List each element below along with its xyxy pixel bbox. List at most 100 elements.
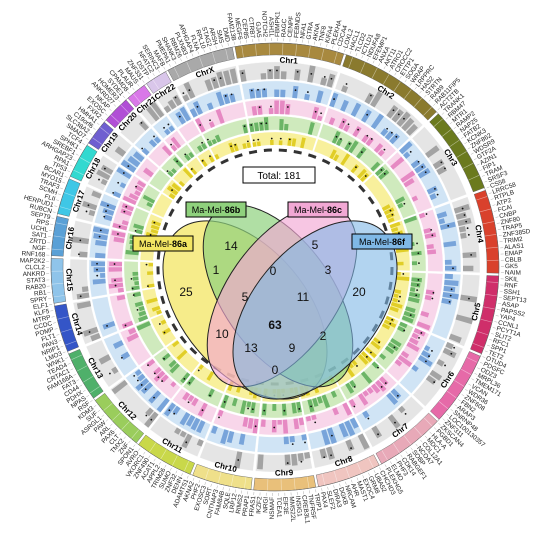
ring-dot xyxy=(296,70,299,73)
venn-ellipse-86f xyxy=(232,220,398,400)
gene-tick xyxy=(153,458,156,462)
gene-tick xyxy=(79,384,83,387)
ring-bar xyxy=(304,93,310,101)
venn-count-b: 14 xyxy=(224,239,238,253)
gene-tick xyxy=(76,379,80,382)
gene-tick xyxy=(187,475,189,479)
ring-dot xyxy=(132,294,135,296)
ring-bar xyxy=(292,85,299,99)
ring-bar xyxy=(408,291,421,299)
ring-bar xyxy=(268,108,274,115)
ring-dot xyxy=(470,254,473,256)
ring-dot xyxy=(131,287,134,290)
ring-bar xyxy=(81,286,89,293)
gene-tick xyxy=(133,444,136,448)
ring-bar xyxy=(297,452,304,462)
ring-dot xyxy=(444,167,446,170)
gene-label: MTRP xyxy=(32,314,51,325)
ring-bar xyxy=(438,218,446,225)
ring-bar xyxy=(257,105,263,115)
ring-bar xyxy=(128,192,139,201)
ring-band xyxy=(418,209,444,272)
ring-dot xyxy=(79,295,82,298)
ring-bar xyxy=(229,68,238,84)
ring-bar xyxy=(360,371,373,384)
gene-tick xyxy=(113,104,117,107)
gene-tick xyxy=(361,55,363,59)
ring-dot xyxy=(147,364,149,367)
gene-label: RNF168 xyxy=(21,250,46,258)
ring-bar xyxy=(274,89,280,98)
ring-bar xyxy=(445,341,454,350)
ring-bar xyxy=(362,410,370,419)
chromosome-band xyxy=(171,455,178,467)
gene-tick xyxy=(142,80,145,83)
ring-bar xyxy=(280,71,287,80)
gene-tick xyxy=(54,205,58,207)
ring-dot xyxy=(314,421,317,424)
ring-bar xyxy=(356,146,367,159)
ring-bar xyxy=(249,88,256,99)
ring-bar xyxy=(121,203,134,212)
ring-dot xyxy=(163,126,165,129)
ring-bar xyxy=(332,407,340,416)
ring-bar xyxy=(410,282,421,288)
chromosome-band xyxy=(120,104,130,114)
gene-tick xyxy=(453,126,457,129)
chromosome-band xyxy=(423,106,432,116)
ring-bar xyxy=(102,321,116,330)
gene-tick xyxy=(163,66,166,70)
gene-tick xyxy=(379,467,381,471)
ring-bar xyxy=(222,93,231,105)
gene-tick xyxy=(441,112,445,115)
chromosome-band xyxy=(103,402,113,412)
ring-dot xyxy=(157,376,160,379)
venn-count-bc: 0 xyxy=(270,264,277,278)
gene-tick xyxy=(132,87,135,91)
ring-dot xyxy=(98,178,100,181)
ring-dot xyxy=(396,394,399,397)
ring-bar xyxy=(387,217,395,223)
ring-bar xyxy=(132,276,139,281)
ring-bar xyxy=(399,321,408,329)
ring-bar xyxy=(145,407,154,417)
ring-bar xyxy=(398,141,413,155)
gene-tick xyxy=(118,99,121,103)
ring-dot xyxy=(465,220,468,223)
svg-text:Ma-Mel-86b: Ma-Mel-86b xyxy=(192,205,241,215)
ring-bar xyxy=(136,321,151,331)
ring-dot xyxy=(468,297,470,300)
ring-band xyxy=(311,433,371,469)
ring-dot xyxy=(360,151,363,154)
ring-bar xyxy=(411,277,422,283)
gene-tick xyxy=(486,186,490,189)
gene-tick xyxy=(51,316,55,318)
gene-tick xyxy=(355,53,358,57)
chromosome-label: Chr5 xyxy=(470,301,483,321)
chromosome-band xyxy=(333,470,338,483)
ring-bar xyxy=(311,414,317,421)
gene-label: SAT1 xyxy=(31,231,48,240)
gene-tick xyxy=(69,164,73,167)
gene-tick xyxy=(367,57,369,61)
gene-tick xyxy=(60,187,63,190)
ring-dot xyxy=(201,409,204,412)
gene-tick xyxy=(351,479,353,483)
ring-bar xyxy=(385,315,395,323)
ring-dot xyxy=(258,106,261,109)
gene-tick xyxy=(52,322,56,324)
ring-dot xyxy=(190,168,193,170)
ring-bar xyxy=(134,281,140,286)
ring-dot xyxy=(398,232,400,234)
ring-dot xyxy=(243,125,246,128)
gene-label: ATP2 xyxy=(495,197,512,208)
ring-bar xyxy=(141,147,150,156)
ring-bar xyxy=(228,142,235,153)
ring-bar xyxy=(171,182,182,192)
ring-bar xyxy=(294,69,301,81)
chromosome-band xyxy=(479,208,492,213)
gene-tick xyxy=(479,169,483,171)
ring-bar xyxy=(444,279,459,287)
chromosome-band xyxy=(92,137,103,145)
chromosome-band xyxy=(293,478,296,491)
